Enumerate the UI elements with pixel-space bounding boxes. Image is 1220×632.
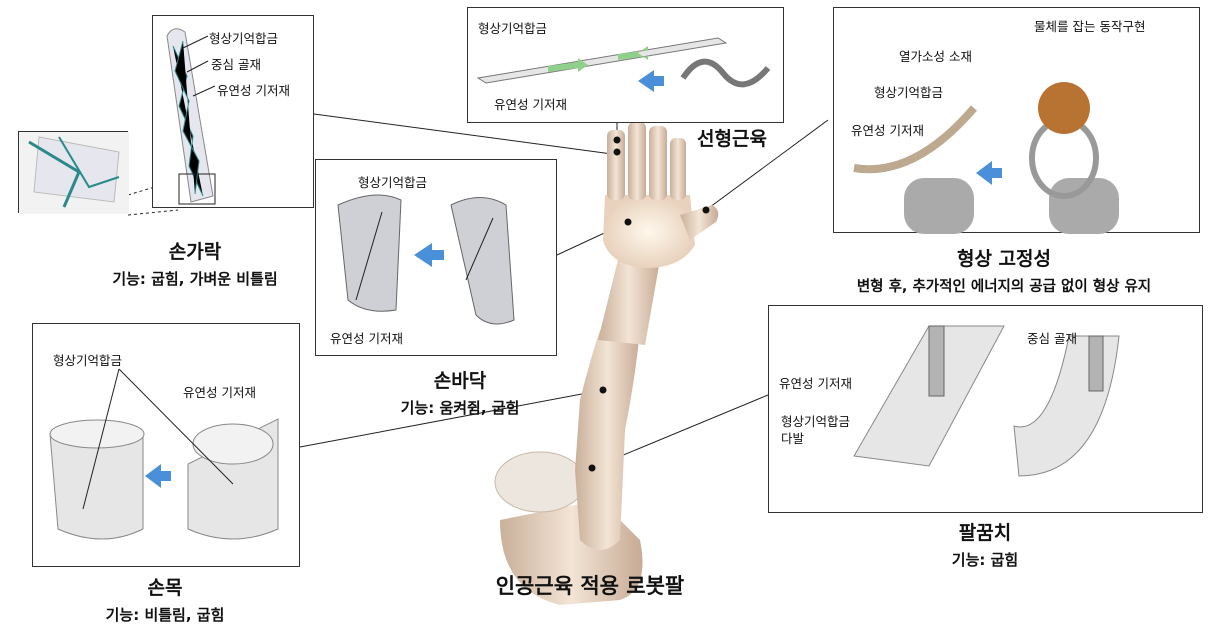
linear-sma-label: 형상기억합금 — [478, 21, 548, 36]
finger-zoom-inset — [18, 131, 129, 214]
elbow-sma-label-1: 형상기억합금 — [781, 414, 851, 429]
finger-sma-label: 형상기억합금 — [209, 31, 279, 46]
shape-grab-label: 물체를 잡는 동작구현 — [1034, 19, 1146, 34]
wrist-panel: 형상기억합금 유연성 기저재 — [32, 323, 300, 567]
elbow-title: 팔꿈치 — [958, 522, 1012, 544]
main-title-caption: 인공근육 적용 로봇팔 — [445, 570, 735, 600]
finger-caption: 손가락 기능: 굽힘, 가벼운 비틀림 — [80, 237, 310, 289]
finger-function: 기능: 굽힘, 가벼운 비틀림 — [112, 270, 278, 288]
main-title: 인공근육 적용 로봇팔 — [495, 574, 685, 598]
wrist-illustration — [49, 368, 279, 540]
palm-title: 손바닥 — [433, 370, 487, 392]
wrist-substrate-label: 유연성 기저재 — [183, 385, 256, 400]
shape-sma-label: 형상기억합금 — [874, 85, 944, 100]
shape-thermo-label: 열가소성 소재 — [899, 49, 972, 64]
palm-caption: 손바닥 기능: 움켜쥠, 굽힘 — [360, 366, 560, 418]
finger-title: 손가락 — [168, 241, 222, 263]
elbow-sma-label-2: 다발 — [781, 431, 805, 446]
elbow-panel: 중심 골재 유연성 기저재 형상기억합금 다발 — [768, 305, 1203, 513]
wrist-title: 손목 — [147, 577, 183, 599]
elbow-core-label: 중심 골재 — [1027, 331, 1077, 346]
shape-fix-title: 형상 고정성 — [956, 248, 1051, 270]
elbow-substrate-label: 유연성 기저재 — [779, 376, 852, 391]
palm-function: 기능: 움켜쥠, 굽힘 — [400, 399, 520, 417]
wrist-function: 기능: 비틀림, 굽힘 — [105, 606, 225, 624]
finger-illustration — [166, 28, 216, 205]
shape-fix-description: 변형 후, 추가적인 에너지의 공급 없이 형상 유지 — [856, 279, 1152, 295]
shape-fix-caption: 형상 고정성 변형 후, 추가적인 에너지의 공급 없이 형상 유지 — [798, 244, 1210, 296]
linear-muscle-caption: 선형근육 — [682, 124, 782, 151]
palm-illustration — [337, 194, 515, 325]
linear-muscle-illustration — [476, 37, 771, 92]
shape-fix-illustration — [853, 82, 1119, 234]
linear-muscle-title: 선형근육 — [697, 128, 767, 150]
wrist-sma-label: 형상기억합금 — [53, 353, 123, 368]
finger-core-label: 중심 골재 — [211, 57, 261, 72]
elbow-caption: 팔꿈치 기능: 굽힘 — [910, 518, 1060, 570]
palm-sma-label: 형상기억합금 — [358, 175, 428, 190]
elbow-illustration — [853, 325, 1120, 477]
palm-panel: 형상기억합금 유연성 기저재 — [315, 159, 557, 356]
shape-fix-panel: 물체를 잡는 동작구현 열가소성 소재 형상기억합금 유연성 기저재 — [833, 7, 1200, 234]
finger-panel: 형상기억합금 중심 골재 유연성 기저재 — [152, 15, 314, 208]
linear-muscle-panel: 형상기억합금 유연성 기저재 — [467, 7, 784, 123]
elbow-function: 기능: 굽힘 — [951, 551, 1019, 569]
robot-arm-illustration — [494, 122, 719, 605]
palm-substrate-label: 유연성 기저재 — [330, 331, 403, 346]
shape-substrate-label: 유연성 기저재 — [851, 123, 924, 138]
finger-substrate-label: 유연성 기저재 — [217, 83, 290, 98]
linear-substrate-label: 유연성 기저재 — [494, 97, 567, 112]
wrist-caption: 손목 기능: 비틀림, 굽힘 — [80, 573, 250, 625]
zoom-illustration — [19, 132, 129, 214]
